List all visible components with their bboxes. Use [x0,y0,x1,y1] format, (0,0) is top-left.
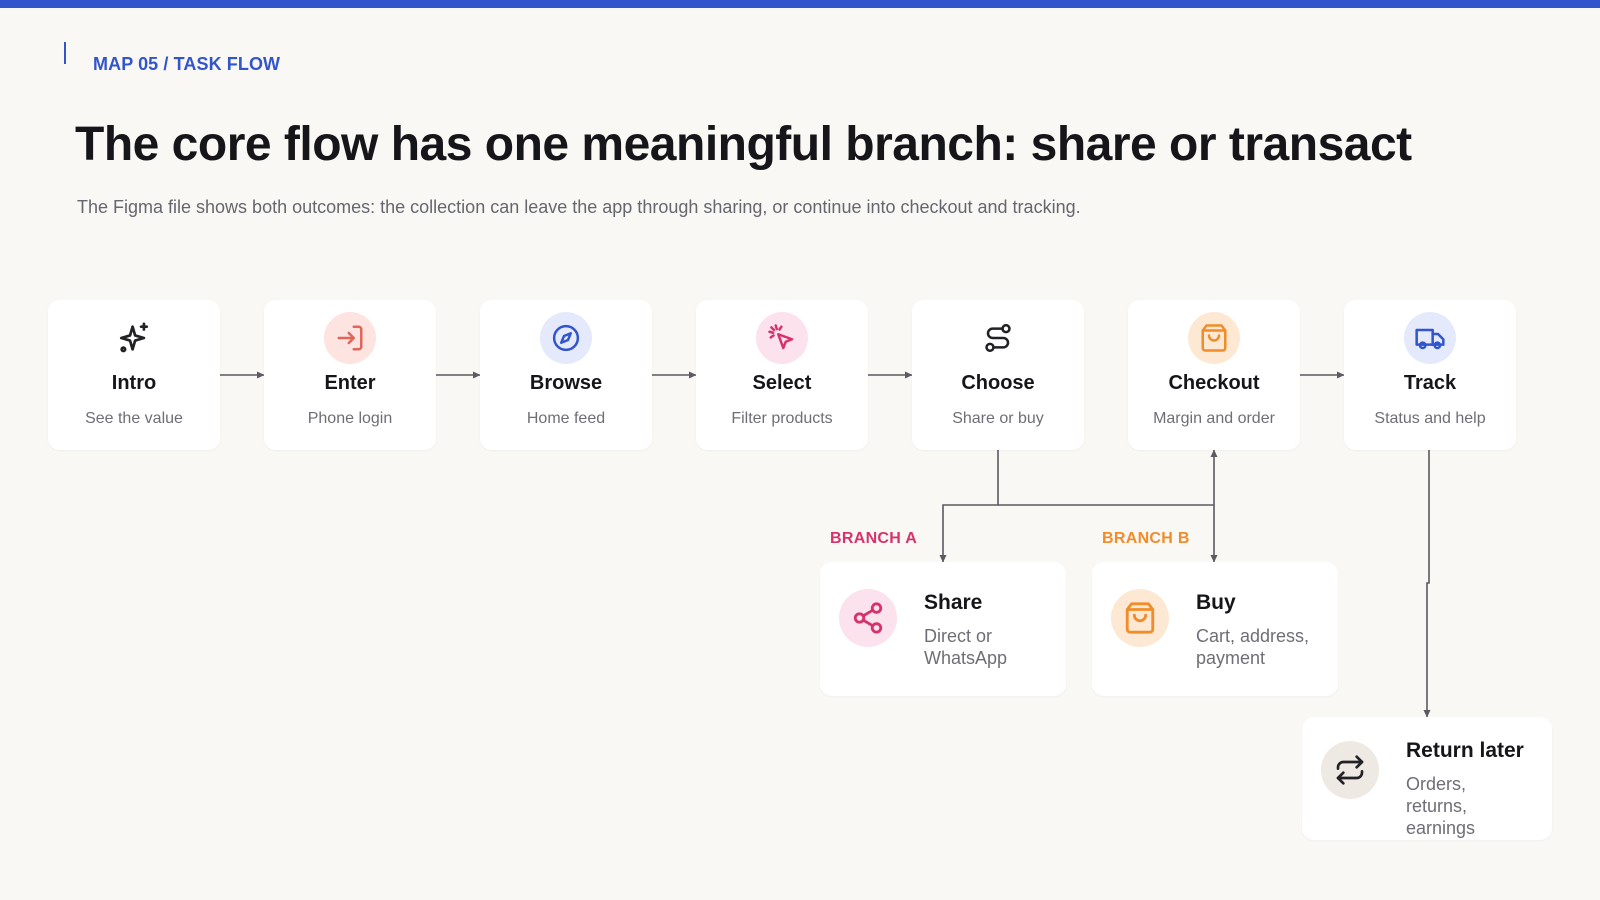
pointer-click-icon [756,312,808,364]
step-subtitle: Share or buy [952,410,1044,427]
step-title: Enter [324,372,376,394]
step-card-browse[interactable]: Browse Home feed [480,300,652,450]
branch-card-buy[interactable]: Buy Cart, address, payment [1092,562,1338,696]
step-title: Select [752,372,812,394]
step-subtitle: See the value [85,410,183,427]
step-title: Browse [529,372,603,394]
sparkle-icon [108,312,160,364]
step-subtitle: Status and help [1374,410,1486,427]
branch-subtitle: Cart, address, payment [1196,626,1310,668]
step-title: Track [1403,372,1457,394]
step-card-choose[interactable]: Choose Share or buy [912,300,1084,450]
step-title: Intro [111,372,157,394]
step-subtitle: Home feed [526,410,606,427]
return-later-subtitle: Orders, returns, earnings [1406,774,1476,838]
step-subtitle: Margin and order [1153,410,1275,427]
compass-icon [540,312,592,364]
branch-subtitle: Direct or WhatsApp [924,626,1008,668]
step-card-track[interactable]: Track Status and help [1344,300,1516,450]
step-title: Choose [961,372,1035,394]
branch-title: Buy [1196,591,1236,614]
page-subtitle: The Figma file shows both outcomes: the … [77,197,1081,217]
step-card-intro[interactable]: Intro See the value [48,300,220,450]
step-card-enter[interactable]: Enter Phone login [264,300,436,450]
branch-title: Share [924,591,983,614]
eyebrow-label: MAP 05 / TASK FLOW [93,54,281,74]
connector-track-return [1423,450,1431,718]
top-accent-bar [0,0,1600,8]
return-later-title: Return later [1406,739,1524,762]
login-icon [324,312,376,364]
step-subtitle: Phone login [307,410,393,427]
repeat-icon [1321,741,1379,799]
eyebrow-marker [64,42,66,64]
branch-a-label: BRANCH A [830,530,918,547]
return-later-card[interactable]: Return later Orders, returns, earnings [1302,717,1552,840]
route-icon [972,312,1024,364]
share-icon [839,589,897,647]
connector-choose-junction [939,450,999,563]
step-card-select[interactable]: Select Filter products [696,300,868,450]
shopping-bag-icon [1188,312,1240,364]
branch-b-label: BRANCH B [1102,530,1190,547]
shopping-bag-icon [1111,589,1169,647]
step-title: Checkout [1168,372,1260,394]
branch-card-share[interactable]: Share Direct or WhatsApp [820,562,1066,696]
step-card-checkout[interactable]: Checkout Margin and order [1128,300,1300,450]
truck-icon [1404,312,1456,364]
page-title: The core flow has one meaningful branch:… [75,118,1412,171]
step-subtitle: Filter products [731,410,833,427]
